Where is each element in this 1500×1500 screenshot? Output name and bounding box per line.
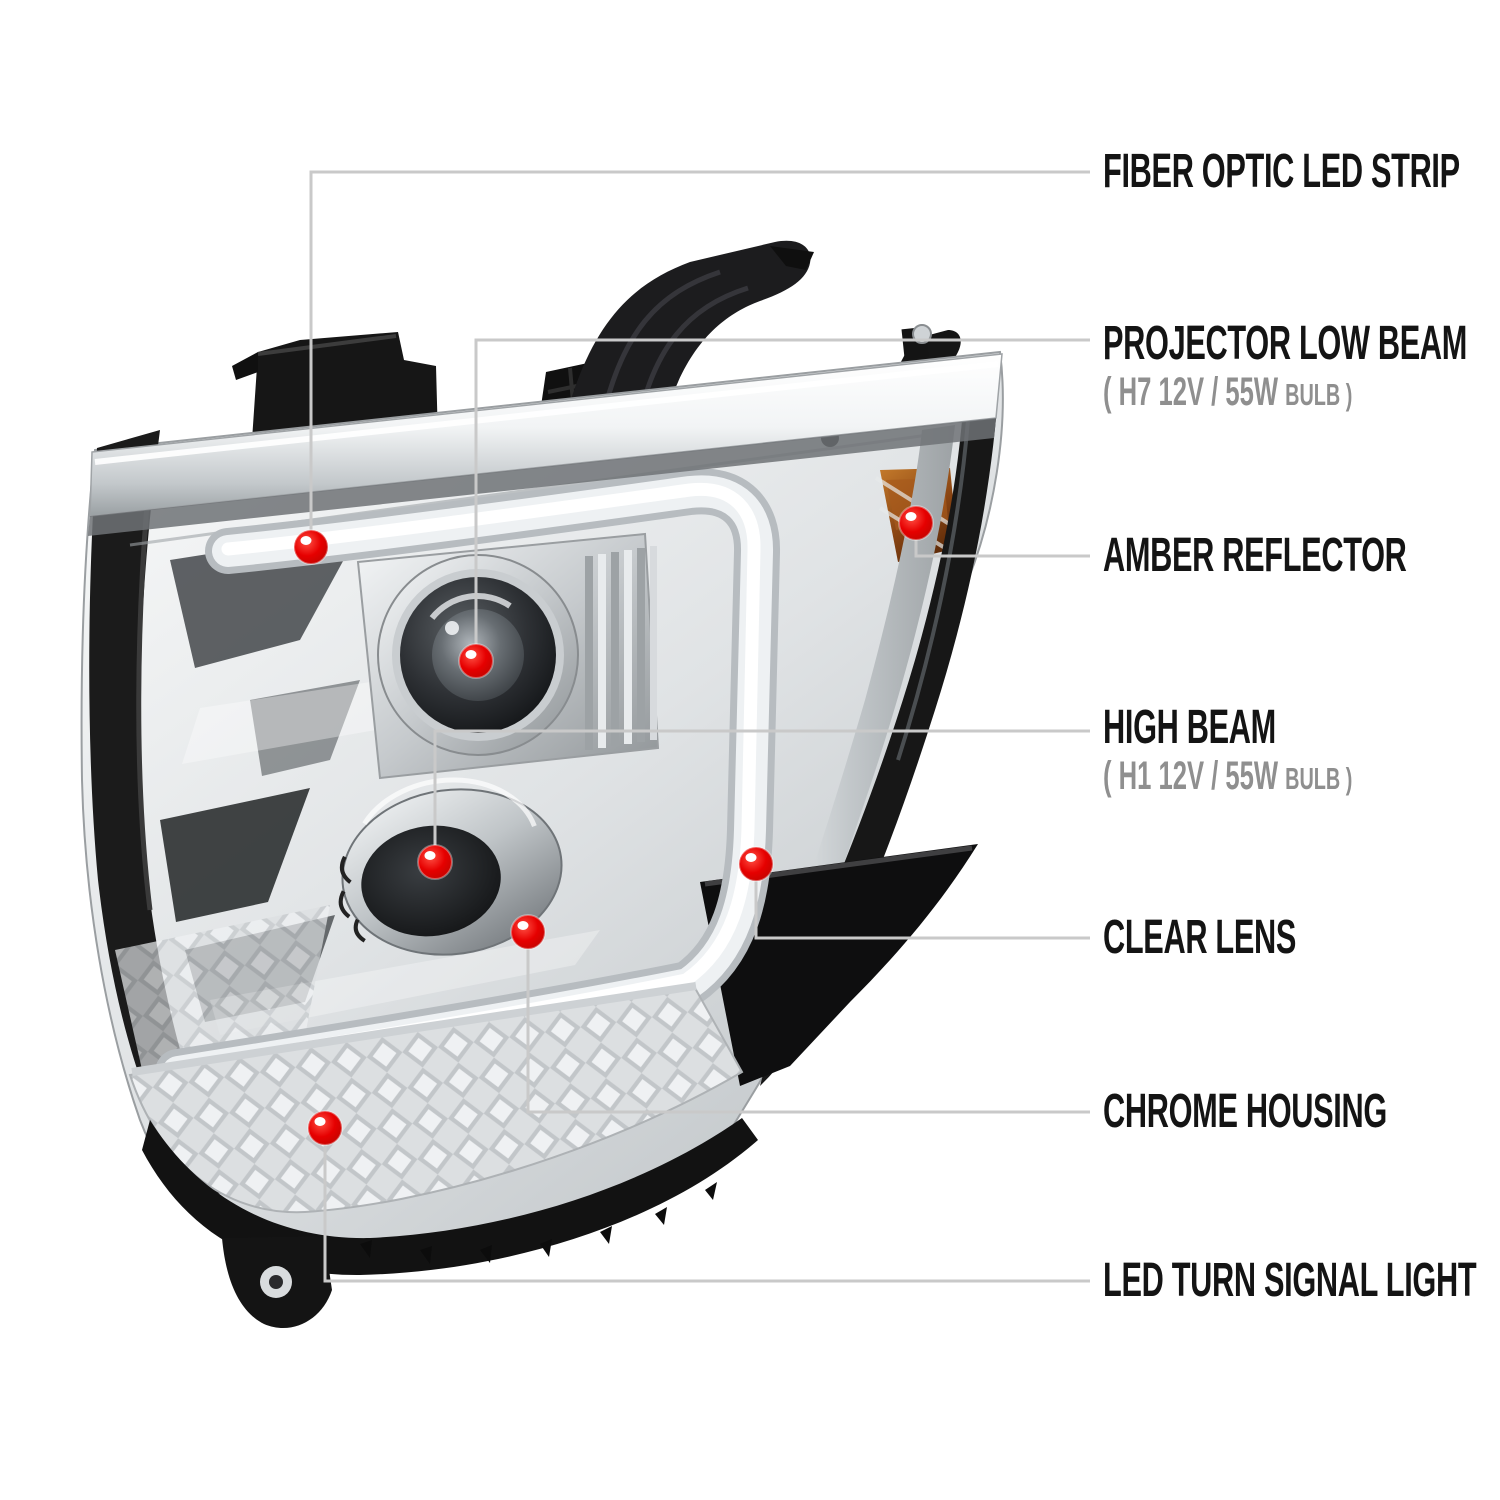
projector-lens-assembly (356, 532, 660, 780)
mounting-tab (222, 1236, 332, 1329)
